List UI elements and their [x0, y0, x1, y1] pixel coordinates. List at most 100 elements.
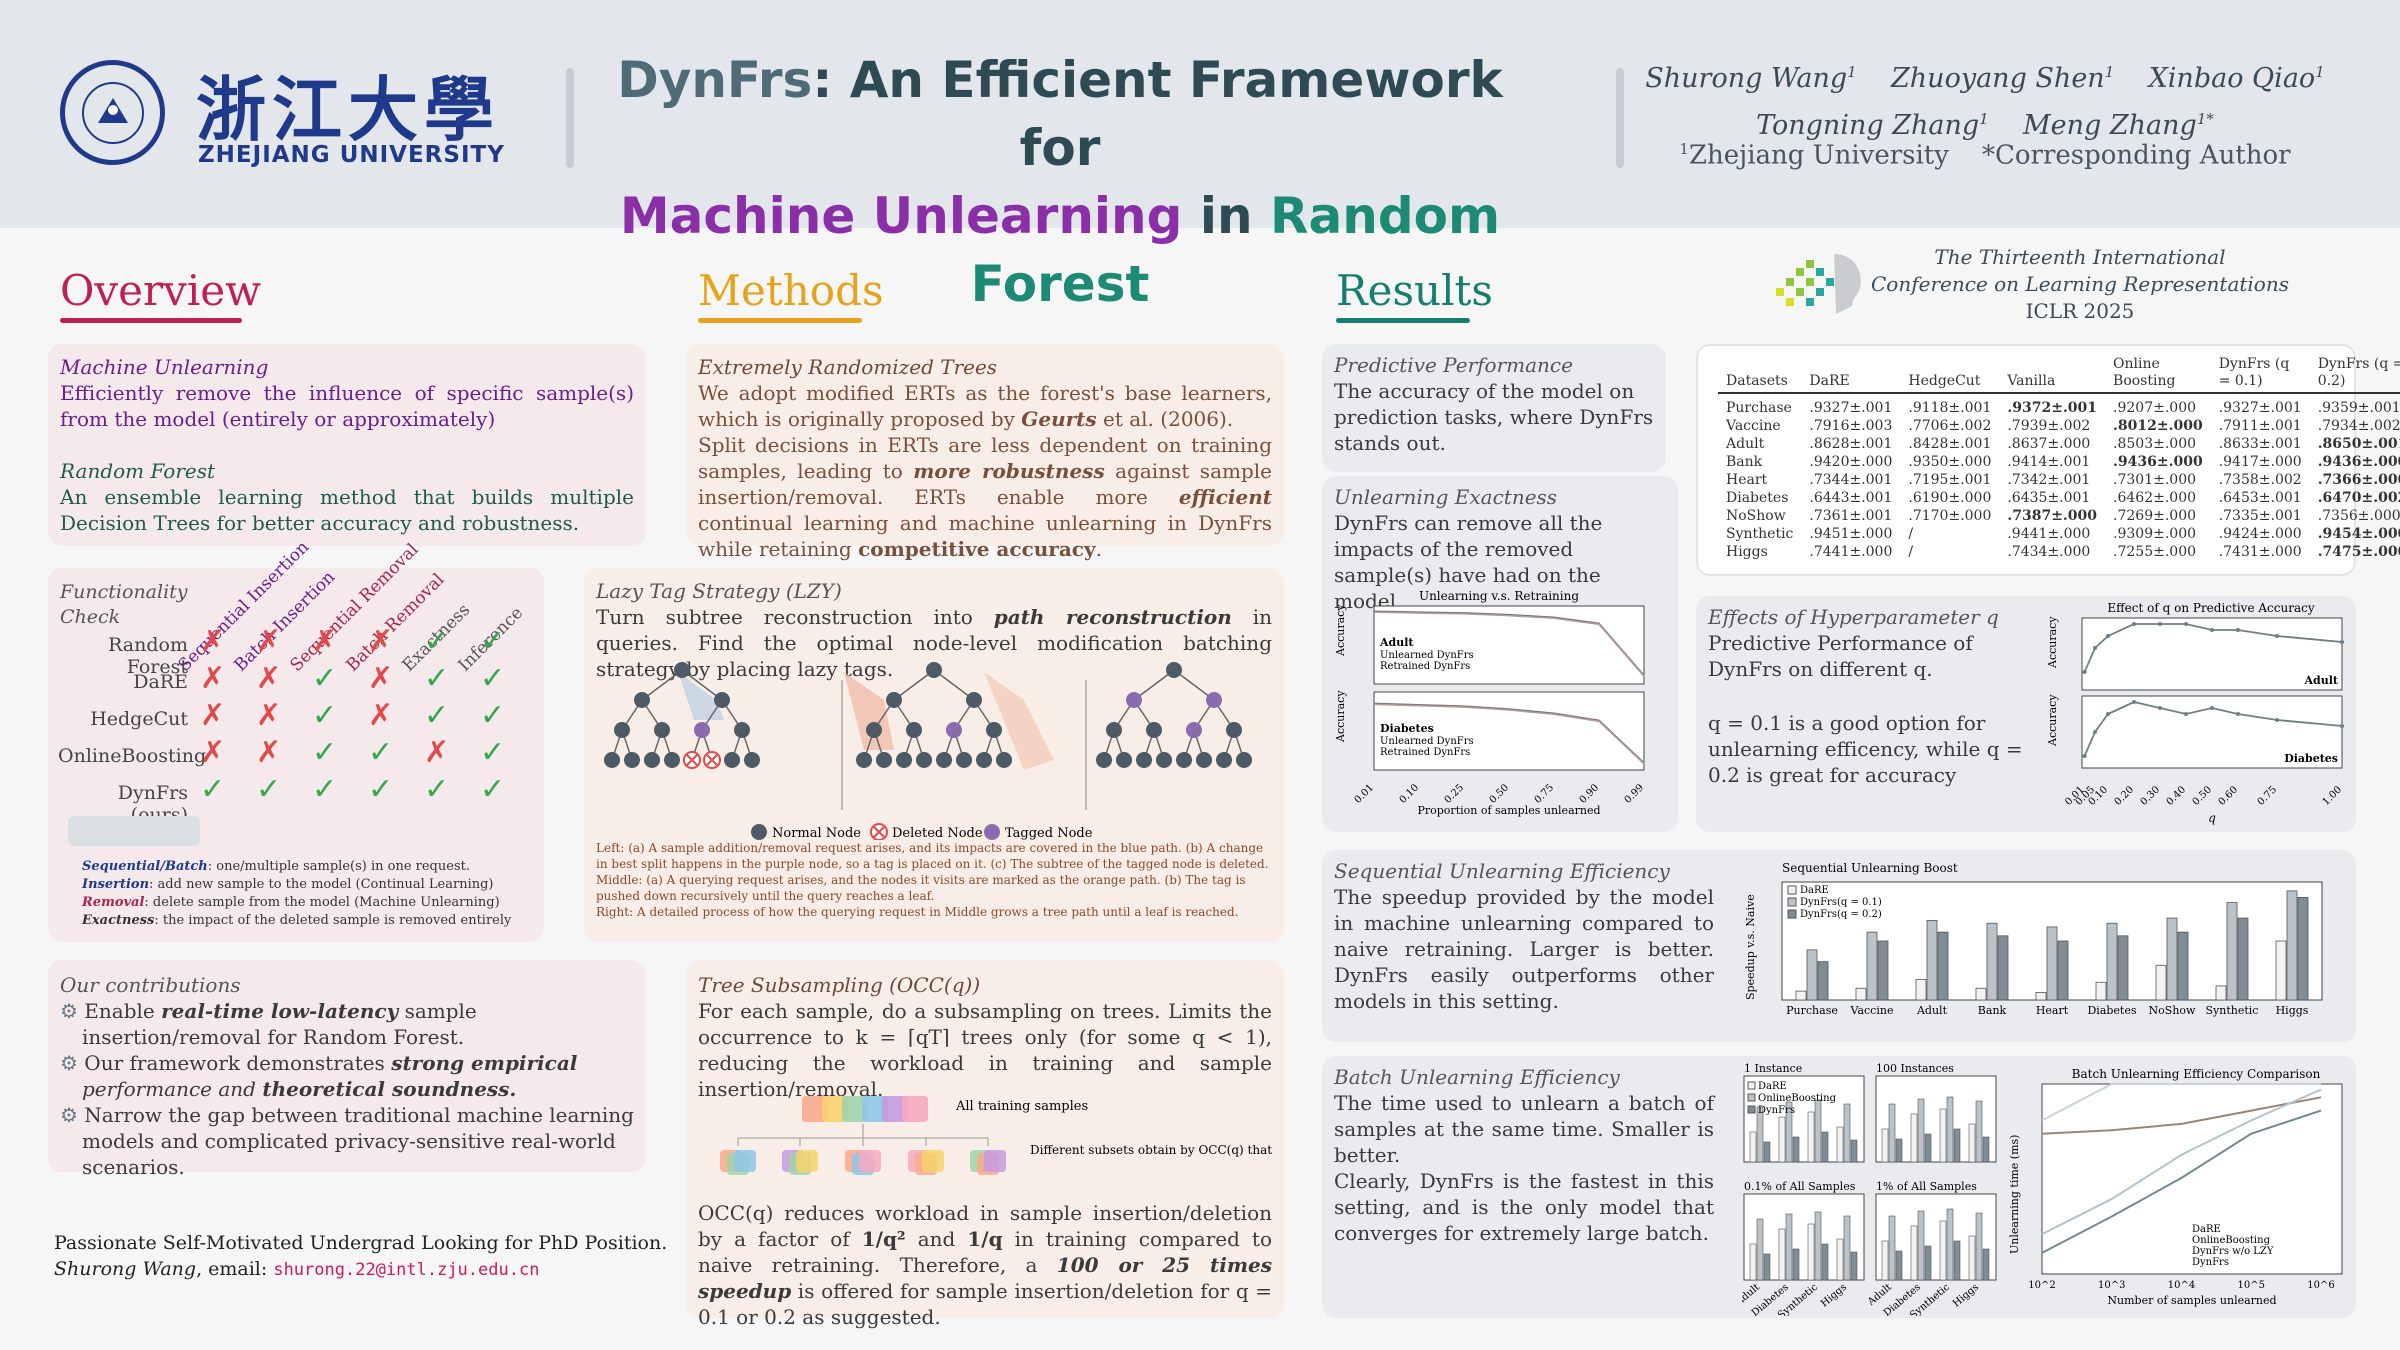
score-cell: .7301±.000: [2113, 472, 2197, 488]
y-axis-label: Speedup v.s. Naive: [1744, 894, 1757, 1000]
bu-text1: The time used to unlearn a batch of samp…: [1334, 1091, 1714, 1167]
occ-text-part: OCC(q) reduces workload in sample insert…: [698, 1201, 1272, 1251]
bar: [1817, 961, 1829, 1001]
contrib-title: Our contributions: [60, 973, 241, 997]
ert-cite: Geurts: [1021, 407, 1097, 431]
check-icon: ✓: [256, 772, 282, 807]
data-point: [2106, 634, 2110, 638]
score-cell: .9451±.000: [1809, 526, 1893, 542]
table-header-cell: DynFrs (q = 0.2): [2309, 354, 2400, 394]
y-axis-label: Accuracy: [2046, 616, 2059, 669]
subset-block: [734, 1150, 756, 1172]
bar: [1946, 1096, 1954, 1163]
data-point: [2106, 712, 2110, 716]
bar: [1749, 1243, 1757, 1281]
title-in: in: [1182, 187, 1271, 245]
cross-icon: ✗: [200, 624, 226, 659]
subset-block: [796, 1150, 818, 1172]
score-cell: .7475±.000: [2317, 544, 2400, 560]
x-tick-label: 0.75: [1533, 782, 1557, 806]
tree-node: [734, 722, 750, 738]
tree-node: [1176, 752, 1192, 768]
data-point: [2340, 724, 2344, 728]
legend-entry: DynFrs w/o LZY: [2192, 1246, 2274, 1257]
x-tick-label: 0.25: [1443, 782, 1467, 806]
score-cell: .6453±.001: [2218, 490, 2302, 506]
chart-title: Sequential Unlearning Boost: [1782, 861, 1958, 875]
note-text: : one/multiple sample(s) in one request.: [207, 859, 470, 874]
score-cell: .6462±.000: [2113, 490, 2197, 506]
tree-edge: [933, 669, 975, 701]
panel-title: 1 Instance: [1744, 1062, 1802, 1075]
tree-node: [1166, 662, 1182, 678]
score-cell: .7911±.001: [2218, 418, 2302, 434]
table-row: Synthetic.9451±.000/.9441±.000.9309±.000…: [1718, 525, 2400, 543]
check-icon: ✓: [424, 624, 450, 659]
x-tick-label: 0.99: [1623, 782, 1647, 806]
bar: [2046, 926, 2058, 1001]
bar: [1785, 1101, 1793, 1163]
chart-title: Batch Unlearning Efficiency Comparison: [2072, 1067, 2321, 1081]
cross-icon: ✗: [200, 661, 226, 696]
fc-title-line1: Functionality: [60, 581, 188, 603]
note-key: Sequential/Batch: [82, 859, 208, 874]
tree-node: [896, 752, 912, 768]
bar: [1888, 1215, 1896, 1281]
bar: [2155, 964, 2167, 1001]
occ-factor: 1/q²: [861, 1227, 906, 1251]
conference-line2: Conference on Learning Representations: [1871, 272, 2289, 296]
tree-node: [664, 752, 680, 768]
occ-all-label: All training samples: [955, 1099, 1088, 1114]
legend-swatch: [1787, 897, 1797, 907]
score-cell: /: [1908, 544, 1914, 560]
bar: [1997, 935, 2009, 1001]
conference-info: The Thirteenth International Conference …: [1860, 244, 2300, 325]
series-line: [2041, 1096, 2322, 1135]
fc-row-label: Random Forest: [108, 634, 188, 678]
bar: [1843, 1103, 1851, 1163]
bar: [2095, 981, 2107, 1001]
tree-node: [916, 752, 932, 768]
table-row: Higgs.7441±.000/.7434±.000.7255±.000.743…: [1718, 543, 2400, 561]
score-cell: .8503±.000: [2113, 436, 2197, 452]
conference-line3: ICLR 2025: [2025, 299, 2135, 323]
ert-text: .: [1095, 537, 1102, 561]
bar: [1924, 1133, 1932, 1163]
data-point: [2340, 640, 2344, 644]
title-rest: : An Efficient Framework for: [812, 51, 1503, 177]
bar: [1946, 1208, 1954, 1281]
panel-name: Diabetes: [2284, 752, 2338, 765]
tree-node: [744, 752, 760, 768]
gear-bullet-icon: ⚙: [60, 1103, 85, 1127]
y-axis-label: Accuracy: [1334, 604, 1347, 657]
bar: [1953, 1240, 1961, 1281]
bar: [1982, 1136, 1990, 1163]
sample-block: [842, 1096, 868, 1122]
note-key: Exactness: [82, 913, 155, 928]
score-cell: .7934±.002: [2317, 418, 2400, 434]
conference-line1: The Thirteenth International: [1934, 245, 2226, 269]
sample-block: [862, 1096, 888, 1122]
score-cell: .8637±.000: [2007, 436, 2091, 452]
overview-heading: Overview: [60, 266, 262, 315]
tree-node: [1156, 752, 1172, 768]
bar: [1763, 1253, 1771, 1281]
score-cell: .7170±.000: [1908, 508, 1992, 524]
bar: [1924, 1245, 1932, 1281]
table-row: Adult.8628±.001.8428±.001.8637±.000.8503…: [1718, 435, 2400, 453]
bar: [1850, 1251, 1858, 1281]
score-cell: .7441±.000: [1809, 544, 1893, 560]
plot-frame: [2041, 1083, 2343, 1275]
footer-email-link[interactable]: shurong.22@intl.zju.edu.cn: [273, 1260, 540, 1280]
author-name: Zhuoyang Shen: [1891, 63, 2105, 94]
bar: [1910, 1225, 1918, 1281]
score-cell: .9350±.000: [1908, 454, 1992, 470]
tree-node: [1106, 722, 1122, 738]
ert-emph: efficient: [1178, 485, 1272, 509]
check-icon: ✓: [312, 698, 338, 733]
tree-node: [674, 662, 690, 678]
legend-entry: DynFrs(q = 0.1): [1800, 897, 1882, 908]
series-line: [2083, 701, 2343, 757]
bar: [1763, 1141, 1771, 1163]
tree-node: [1206, 692, 1222, 708]
